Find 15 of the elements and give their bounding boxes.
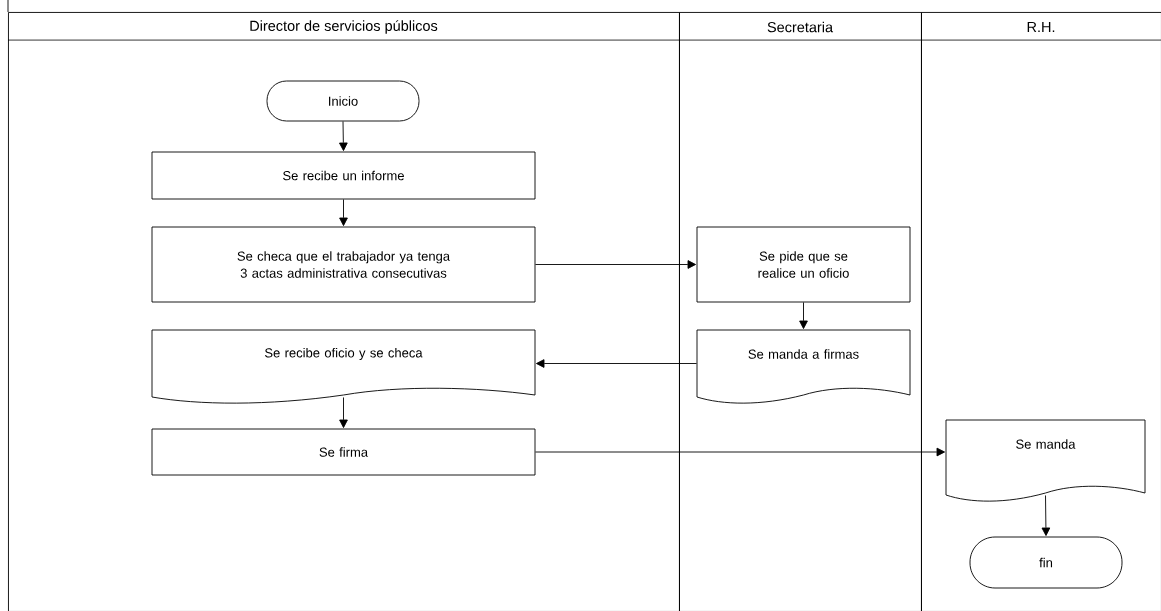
arrow bbox=[535, 447, 945, 457]
arrow bbox=[799, 302, 808, 329]
process-box: Se firma bbox=[151, 428, 536, 476]
arrow bbox=[536, 359, 697, 368]
arrow bbox=[339, 397, 348, 428]
arrow bbox=[1041, 495, 1051, 536]
arrow bbox=[535, 260, 696, 269]
process-box: Se pide que se realice un oficio bbox=[696, 226, 911, 303]
arrow bbox=[339, 121, 348, 151]
document-shape: Se manda a firmas bbox=[696, 329, 911, 404]
document-shape: Se manda bbox=[945, 419, 1146, 502]
arrow bbox=[339, 199, 348, 226]
process-box: Se checa que el trabajador ya tenga 3 actas administrativa consecutivas bbox=[151, 226, 536, 303]
document-shape: Se recibe oficio y se checa bbox=[151, 329, 536, 404]
process-box: Se recibe un informe bbox=[151, 151, 536, 200]
